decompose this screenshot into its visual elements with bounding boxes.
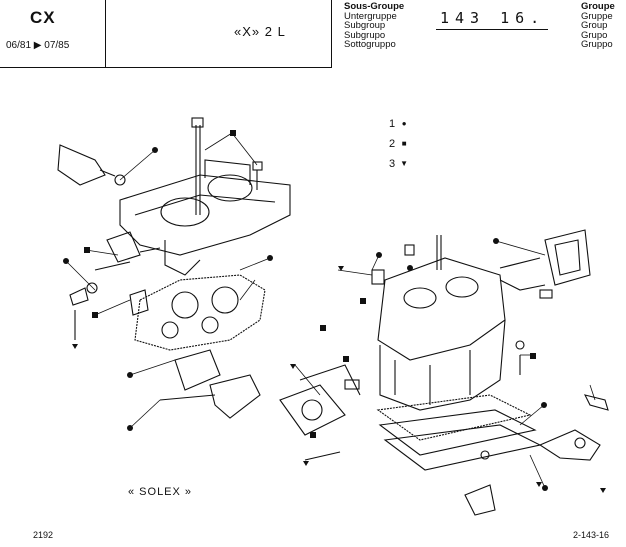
float (159, 349, 261, 419)
throttle-linkage (464, 340, 609, 516)
callout-markers (65, 132, 596, 489)
legend-number: 3 (389, 158, 396, 170)
subgroup-label: Sottogruppo (344, 39, 396, 51)
choke-assembly (499, 229, 591, 299)
year-range: 06/81 ▶ 07/85 (6, 40, 70, 51)
group-label: Grupo (581, 29, 608, 41)
group-label: Gruppo (581, 39, 613, 51)
subgroup-label: Subgrupo (344, 29, 386, 41)
needle-valve-parts (69, 282, 149, 340)
legend-row: 3 ▼ (389, 154, 408, 174)
page-number: 2192 (33, 530, 54, 540)
engine-label: «X» 2 L (234, 24, 286, 39)
legend-number: 1 (389, 118, 396, 130)
subgroup-code: 143 16. (440, 9, 546, 27)
cover-gasket (134, 274, 266, 351)
group-label: Group (581, 20, 608, 32)
callout-dots (63, 130, 606, 493)
group-labels: Groupe Gruppe Group Grupo Gruppo (581, 2, 615, 50)
model-title: CX (30, 8, 56, 27)
subgroup-labels: Sous-Groupe Untergruppe Subgroup Subgrup… (344, 2, 404, 50)
code-underline (436, 29, 548, 30)
model-box: CX 06/81 ▶ 07/85 (0, 0, 106, 68)
circle-icon: ● (401, 119, 407, 128)
accelerator-pump (279, 364, 361, 461)
carburettor-cover-assembly (57, 117, 291, 276)
legend-row: 1 ● (389, 114, 408, 134)
legend-row: 2 ■ (389, 134, 408, 154)
legend-number: 2 (389, 138, 396, 150)
subgroup-label: Untergruppe (344, 10, 397, 22)
group-label: Groupe (581, 1, 615, 12)
triangle-down-icon: ▼ (400, 159, 409, 168)
reference-code: 2-143-16 (573, 530, 610, 540)
square-icon: ■ (401, 139, 407, 148)
subgroup-label: Sous-Groupe (344, 1, 405, 12)
base-gaskets (376, 394, 542, 471)
group-label: Gruppe (581, 10, 613, 22)
brand-label: « SOLEX » (128, 486, 193, 498)
subgroup-label: Subgroup (344, 20, 386, 32)
symbol-legend: 1 ● 2 ■ 3 ▼ (389, 114, 408, 174)
header: CX 06/81 ▶ 07/85 «X» 2 L Sous-Groupe Unt… (0, 0, 626, 68)
engine-box: «X» 2 L (106, 0, 332, 68)
carburettor-body (371, 235, 506, 411)
